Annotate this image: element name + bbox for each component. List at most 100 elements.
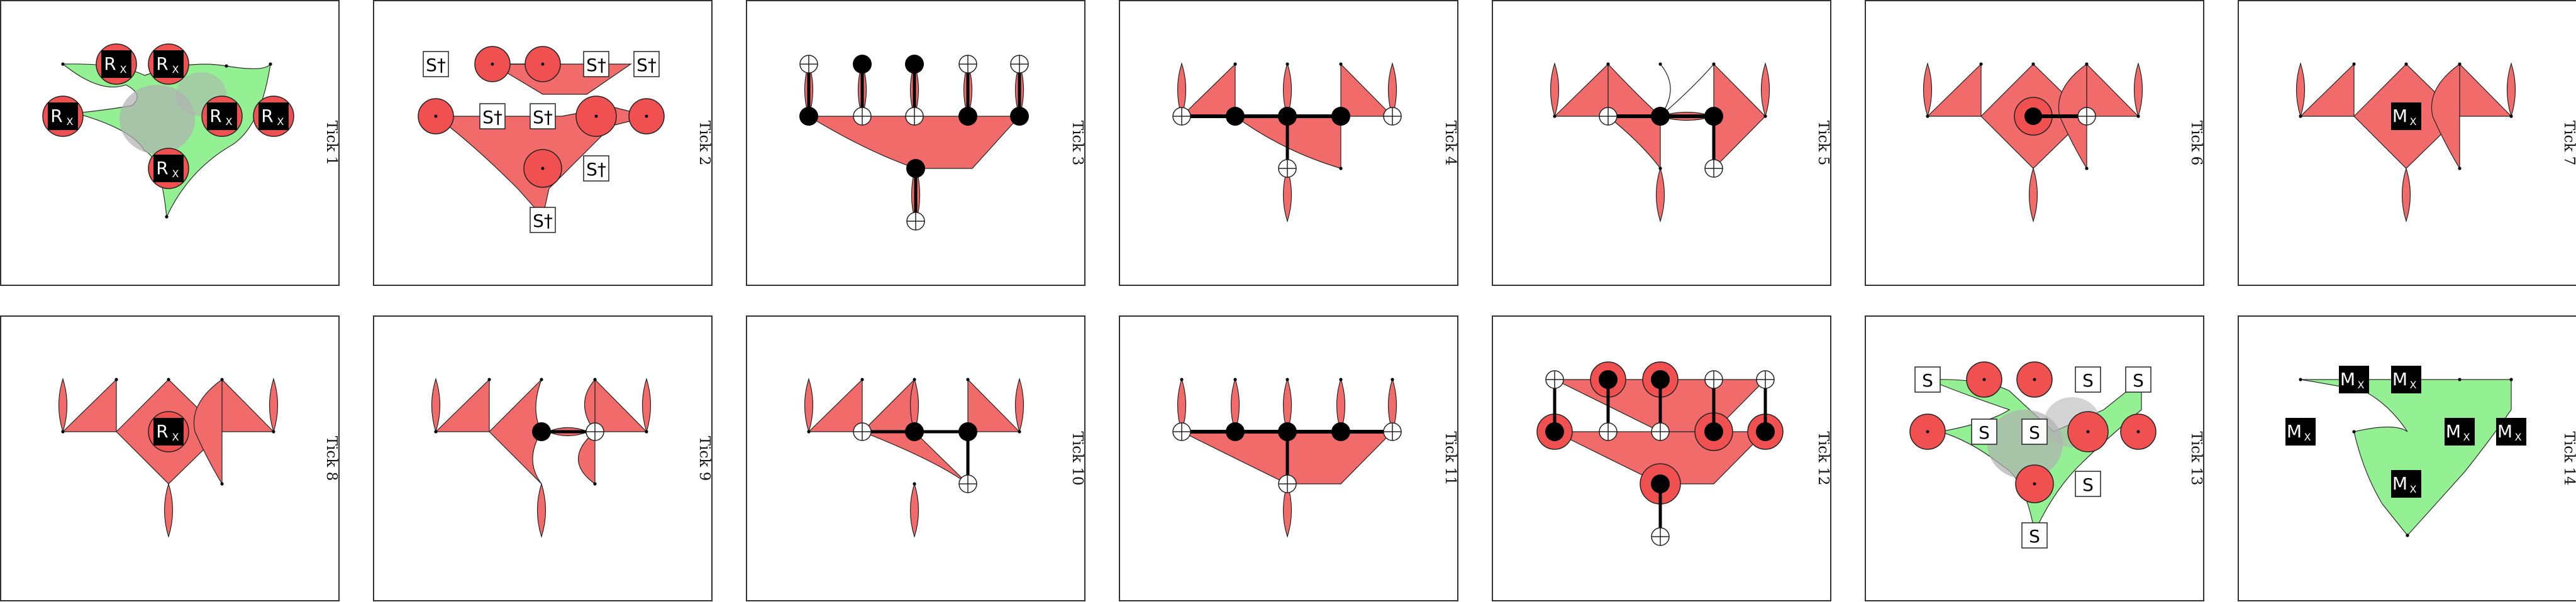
boundary-dot — [913, 482, 916, 486]
gate-sub: X — [172, 431, 179, 443]
gate-sub: X — [277, 116, 284, 128]
tick-label: Tick 1 — [323, 121, 340, 165]
boundary-dot — [269, 62, 272, 66]
gate-box — [2021, 522, 2048, 549]
shade — [119, 85, 195, 154]
diagram-panel: Tick 10 — [746, 315, 1085, 601]
gate-box — [633, 51, 660, 77]
gate-label: M — [2497, 421, 2512, 442]
boundary-dot — [2458, 62, 2462, 66]
boundary-dot — [2352, 430, 2356, 434]
gate-box — [258, 102, 289, 130]
red-spider-dot — [2136, 430, 2140, 434]
spider-leg — [1927, 63, 1982, 117]
gate-label: S — [2029, 526, 2040, 547]
boundary-dot — [1233, 378, 1237, 381]
boundary-dot — [1979, 62, 1983, 66]
gate-box — [2075, 366, 2101, 393]
gate-box — [2339, 366, 2369, 393]
gate-sub: X — [2358, 379, 2365, 391]
boundary-dot — [2352, 62, 2356, 66]
red-spider-dot — [2033, 482, 2036, 486]
boundary-dot — [860, 378, 864, 381]
gate-label: S† — [636, 55, 657, 75]
red-spider-dot — [645, 114, 648, 118]
boundary-dot — [540, 378, 543, 381]
gate-label: R — [261, 106, 273, 126]
leaf-edge — [909, 482, 919, 539]
diagram-panel: Tick 2S†S†S†S†S†S†S† — [373, 0, 713, 286]
boundary-dot — [807, 430, 811, 434]
boundary-dot — [2031, 62, 2035, 66]
gate-box — [583, 51, 609, 77]
gate-box — [2496, 418, 2526, 446]
red-spider-dot — [541, 167, 545, 170]
red-spider-dot — [491, 62, 494, 66]
boundary-dot — [2299, 114, 2302, 118]
gate-box — [530, 103, 556, 129]
gate-box — [530, 207, 556, 233]
gate-label: S — [1922, 370, 1933, 391]
boundary-dot — [167, 378, 170, 381]
gate-sub: X — [2410, 379, 2417, 391]
black-spider — [1331, 107, 1350, 126]
gate-label: M — [2340, 369, 2355, 390]
leaf-edge — [2028, 167, 2038, 223]
boundary-dot — [593, 378, 597, 381]
gate-box — [2445, 418, 2475, 446]
gate-box — [1971, 419, 1997, 445]
black-spider — [1278, 422, 1297, 441]
gate-label: S† — [533, 107, 553, 128]
boundary-dot — [434, 430, 438, 434]
tick-label: Tick 2 — [696, 121, 713, 165]
black-spider — [2024, 107, 2042, 125]
boundary-dot — [2404, 62, 2408, 66]
tick-label: Tick 14 — [2561, 431, 2576, 485]
boundary-dot — [913, 378, 916, 381]
gate-label: R — [156, 158, 168, 178]
gate-sub: X — [2515, 431, 2522, 443]
boundary-dot — [1339, 378, 1343, 381]
boundary-dot — [2299, 378, 2302, 381]
spider-body — [193, 378, 223, 486]
gate-sub: X — [2304, 431, 2311, 443]
boundary-dot — [2509, 114, 2513, 118]
tick-label: Tick 8 — [323, 436, 340, 481]
boundary-dot — [1926, 114, 1929, 118]
diagram-panel: Tick 4 — [1119, 0, 1458, 286]
boundary-dot — [61, 430, 65, 434]
black-spider — [1545, 422, 1564, 441]
gate-label: M — [2287, 421, 2302, 442]
black-spider — [1756, 422, 1775, 441]
gate-label: S† — [586, 55, 606, 75]
black-spider — [1651, 107, 1670, 126]
gate-label: S — [2029, 422, 2040, 443]
spider-leg — [808, 379, 863, 432]
gate-box — [2391, 102, 2421, 130]
spider-leg — [2300, 63, 2355, 117]
boundary-dot — [1658, 62, 1662, 66]
tick-label: Tick 4 — [1442, 121, 1458, 165]
black-spider — [1651, 474, 1670, 493]
gate-box — [2125, 366, 2151, 393]
tick-label: Tick 9 — [696, 436, 713, 481]
tick-label: Tick 6 — [2188, 121, 2204, 165]
gate-box — [2391, 366, 2421, 393]
gate-box — [479, 103, 506, 129]
gate-label: M — [2392, 473, 2407, 494]
gate-sub: X — [67, 116, 74, 128]
tick-label: Tick 12 — [1815, 431, 1831, 485]
spider-leg — [435, 379, 490, 432]
diagram-panel: Tick 11 — [1119, 315, 1458, 601]
gate-label: R — [156, 53, 168, 74]
boundary-dot — [2085, 167, 2089, 170]
red-spider-dot — [594, 114, 598, 118]
black-spider — [1704, 107, 1723, 126]
boundary-dot — [1018, 430, 1021, 434]
red-spider-dot — [541, 62, 545, 66]
tick-label: Tick 7 — [2561, 121, 2576, 165]
gate-sub: X — [2463, 431, 2470, 443]
